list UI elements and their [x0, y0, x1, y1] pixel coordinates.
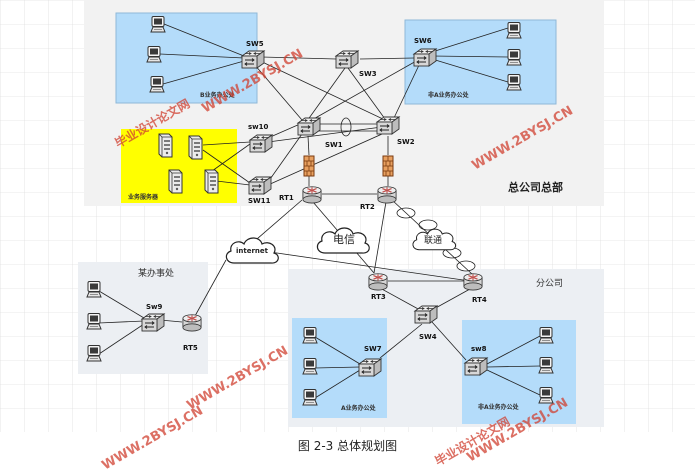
sw6-label: SW6 — [414, 37, 432, 45]
rt4-label: RT4 — [472, 296, 487, 304]
sw11-label: SW11 — [248, 197, 271, 205]
router-icon — [182, 314, 202, 332]
network-links — [98, 23, 541, 399]
server-icon — [168, 169, 183, 194]
hq-right-lan-label: 非A业务办公处 — [428, 91, 470, 99]
pc-icon — [86, 281, 102, 298]
server-group-label: 业务服务器 — [128, 193, 159, 201]
switch-icon — [249, 134, 273, 153]
sw9-label: Sw9 — [146, 303, 163, 311]
rt3-label: RT3 — [371, 293, 386, 301]
router-icon — [302, 186, 322, 204]
pc-icon — [506, 49, 522, 66]
router-icon — [368, 273, 388, 291]
sw1-label: SW1 — [325, 141, 343, 149]
sw3-label: SW3 — [359, 70, 377, 78]
pc-icon — [302, 358, 318, 375]
branch-right-lan-label: 非A业务办公处 — [478, 403, 520, 411]
switch-icon — [141, 313, 165, 332]
sw2-label: SW2 — [397, 138, 415, 146]
router-icon — [463, 273, 483, 291]
sw5-label: SW5 — [246, 40, 264, 48]
switch-icon — [335, 50, 359, 69]
server-icon — [204, 169, 219, 194]
hq-left-lan — [115, 12, 258, 104]
server-icon — [188, 135, 203, 160]
rt1-label: RT1 — [279, 194, 294, 202]
pc-icon — [538, 327, 554, 344]
unicom-label: 联通 — [424, 235, 442, 246]
sw8-label: sw8 — [471, 345, 487, 353]
pc-icon — [86, 313, 102, 330]
sw4-label: SW4 — [419, 333, 437, 341]
hq-left-lan-label: B业务办公处 — [200, 91, 236, 99]
sw7-label: SW7 — [364, 345, 382, 353]
branch-label: 分公司 — [536, 278, 563, 289]
pc-icon — [302, 327, 318, 344]
router-icon — [377, 186, 397, 204]
hq-label: 总公司总部 — [508, 180, 563, 194]
firewall-icon — [382, 155, 394, 177]
sw10-label: sw10 — [248, 123, 269, 131]
office-label: 某办事处 — [138, 267, 174, 279]
pc-icon — [86, 345, 102, 362]
pc-icon — [302, 389, 318, 406]
link-aggregation-mark — [340, 117, 352, 137]
pc-icon — [538, 357, 554, 374]
pc-icon — [146, 46, 162, 63]
switch-icon — [376, 116, 400, 135]
internet-label: internet — [236, 247, 269, 255]
switch-icon — [241, 50, 265, 69]
switch-icon — [248, 176, 272, 195]
switch-icon — [358, 358, 382, 377]
telecom-label: 电信 — [333, 233, 355, 246]
pc-icon — [149, 76, 165, 93]
branch-left-lan-label: A业务办公处 — [341, 404, 377, 412]
switch-icon — [414, 305, 438, 324]
switch-icon — [464, 357, 488, 376]
rt5-label: RT5 — [183, 344, 198, 352]
unicom-link-chain — [396, 207, 476, 272]
pc-icon — [506, 22, 522, 39]
rt2-label: RT2 — [360, 203, 375, 211]
pc-icon — [538, 387, 554, 404]
switch-icon — [413, 48, 437, 67]
figure-caption: 图 2-3 总体规划图 — [297, 439, 398, 453]
server-icon — [158, 133, 173, 158]
pc-icon — [150, 16, 166, 33]
firewall-icon — [303, 155, 315, 177]
switch-icon — [297, 117, 321, 136]
pc-icon — [506, 74, 522, 91]
